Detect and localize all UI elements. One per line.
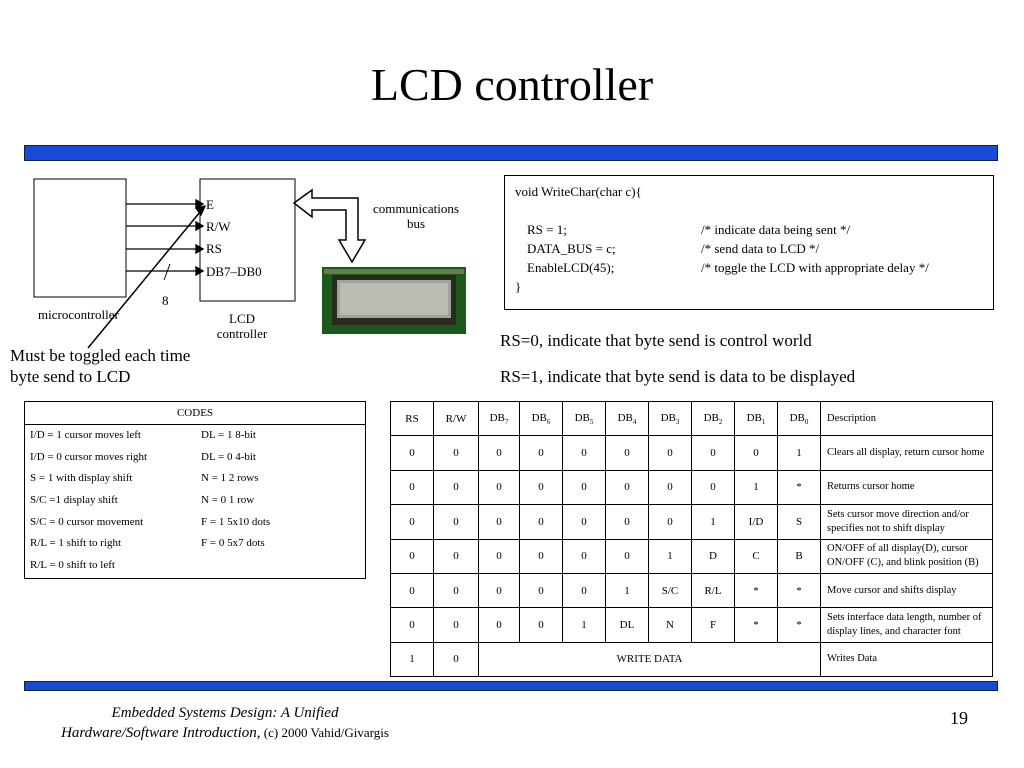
comm-bus-arrow bbox=[292, 188, 367, 264]
codes-row: R/L = 0 shift to left bbox=[30, 559, 115, 572]
pin-label-e: E bbox=[206, 197, 214, 212]
bus-width-label: 8 bbox=[162, 293, 169, 308]
code-listing: void WriteChar(char c){ RS = 1;/* indica… bbox=[504, 175, 994, 310]
page-number: 19 bbox=[950, 708, 968, 728]
lcd-controller-label: LCD controller bbox=[216, 311, 268, 341]
footer-citation: Embedded Systems Design: A Unified Hardw… bbox=[61, 705, 389, 741]
microcontroller-label: microcontroller bbox=[38, 307, 119, 322]
lcd-controller-box bbox=[199, 178, 296, 302]
bottom-divider-bar bbox=[24, 681, 998, 691]
lcd-module-image bbox=[322, 267, 466, 334]
signal-lines bbox=[87, 198, 207, 349]
pin-label-db: DB7–DB0 bbox=[206, 264, 262, 279]
pin-label-rs: RS bbox=[206, 241, 222, 256]
comm-bus-label: communications bus bbox=[373, 201, 459, 231]
page-title: LCD controller bbox=[370, 59, 654, 110]
pin-label-rw: R/W bbox=[206, 219, 231, 234]
rs1-note: RS=1, indicate that byte send is data to… bbox=[500, 367, 856, 386]
rs0-note: RS=0, indicate that byte send is control… bbox=[500, 331, 812, 350]
toggle-note: Must be toggled each time byte send to L… bbox=[10, 346, 191, 386]
top-divider-bar bbox=[24, 145, 998, 161]
lcd-connection-diagram bbox=[33, 178, 466, 349]
microcontroller-box bbox=[33, 178, 127, 298]
